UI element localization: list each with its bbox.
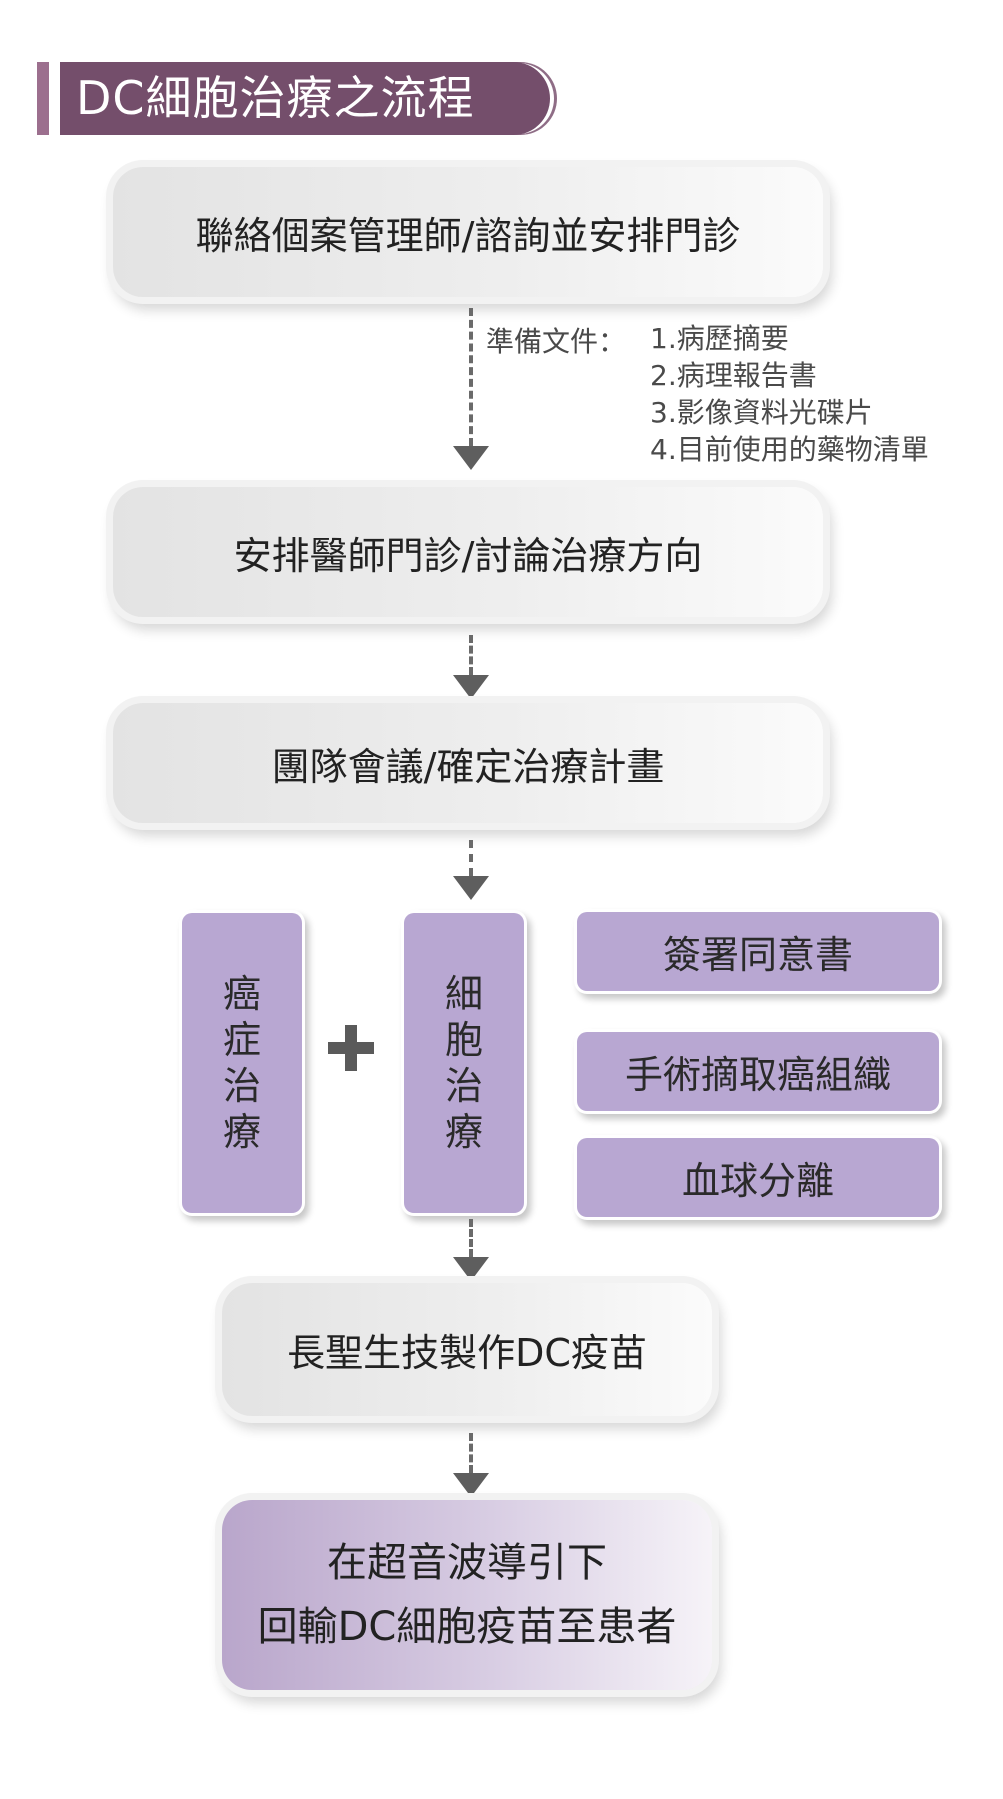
title-accent-bar	[37, 62, 49, 135]
plus-icon	[328, 1025, 374, 1071]
step-contact-label: 聯絡個案管理師/諮詢並安排門診	[195, 213, 741, 258]
cell-treatment-box: 細 胞 治 療	[404, 913, 524, 1213]
step-infusion-line1: 在超音波導引下	[327, 1540, 607, 1586]
step-vaccine-production: 長聖生技製作DC疫苗	[222, 1283, 712, 1416]
cell-treatment-char: 治	[444, 1064, 483, 1108]
prep-item: 4.目前使用的藥物清單	[650, 433, 929, 466]
cell-treatment-char: 療	[444, 1110, 483, 1154]
title-banner	[60, 62, 550, 135]
cancer-treatment-char: 治	[222, 1064, 261, 1108]
procedure-label: 簽署同意書	[662, 933, 853, 977]
step-doctor-clinic: 安排醫師門診/討論治療方向	[113, 487, 823, 617]
step-contact-case-manager: 聯絡個案管理師/諮詢並安排門診	[113, 167, 823, 297]
arrow-3-head	[453, 876, 489, 900]
step-clinic-label: 安排醫師門診/討論治療方向	[233, 533, 703, 578]
prep-item: 2.病理報告書	[650, 359, 817, 392]
step-production-label: 長聖生技製作DC疫苗	[287, 1331, 647, 1375]
arrow-2-head	[453, 675, 489, 699]
cancer-treatment-char: 療	[222, 1110, 261, 1154]
arrow-5-head	[453, 1473, 489, 1497]
arrow-1-dash	[469, 308, 473, 446]
step-team-meeting: 團隊會議/確定治療計畫	[113, 703, 823, 823]
step-meeting-label: 團隊會議/確定治療計畫	[271, 744, 665, 789]
procedure-label: 手術摘取癌組織	[624, 1053, 891, 1097]
arrow-4-head	[453, 1257, 489, 1281]
prep-documents-list: 1.病歷摘要 2.病理報告書 3.影像資料光碟片 4.目前使用的藥物清單	[650, 320, 929, 468]
page-title: DC細胞治療之流程	[76, 71, 475, 125]
prep-item: 3.影像資料光碟片	[650, 396, 873, 429]
arrow-5-dash	[469, 1433, 473, 1473]
cancer-treatment-char: 症	[222, 1018, 261, 1062]
arrow-1-head	[453, 446, 489, 470]
step-vaccine-infusion: 在超音波導引下 回輸DC細胞疫苗至患者	[222, 1500, 712, 1690]
arrow-2-dash	[469, 635, 473, 675]
procedure-label: 血球分離	[681, 1159, 834, 1203]
step-infusion-line2: 回輸DC細胞疫苗至患者	[257, 1604, 677, 1650]
arrow-3-dash	[469, 840, 473, 876]
arrow-4-dash	[469, 1219, 473, 1257]
procedure-apheresis-box: 血球分離	[577, 1138, 939, 1217]
cancer-treatment-box: 癌 症 治 療	[182, 913, 302, 1213]
prep-item: 1.病歷摘要	[650, 322, 789, 355]
cell-treatment-char: 細	[444, 972, 483, 1016]
prep-documents-label: 準備文件：	[486, 325, 627, 358]
procedure-surgery-box: 手術摘取癌組織	[577, 1032, 939, 1111]
procedure-consent-box: 簽署同意書	[577, 912, 939, 991]
cell-treatment-char: 胞	[444, 1018, 483, 1062]
cancer-treatment-char: 癌	[222, 972, 261, 1016]
